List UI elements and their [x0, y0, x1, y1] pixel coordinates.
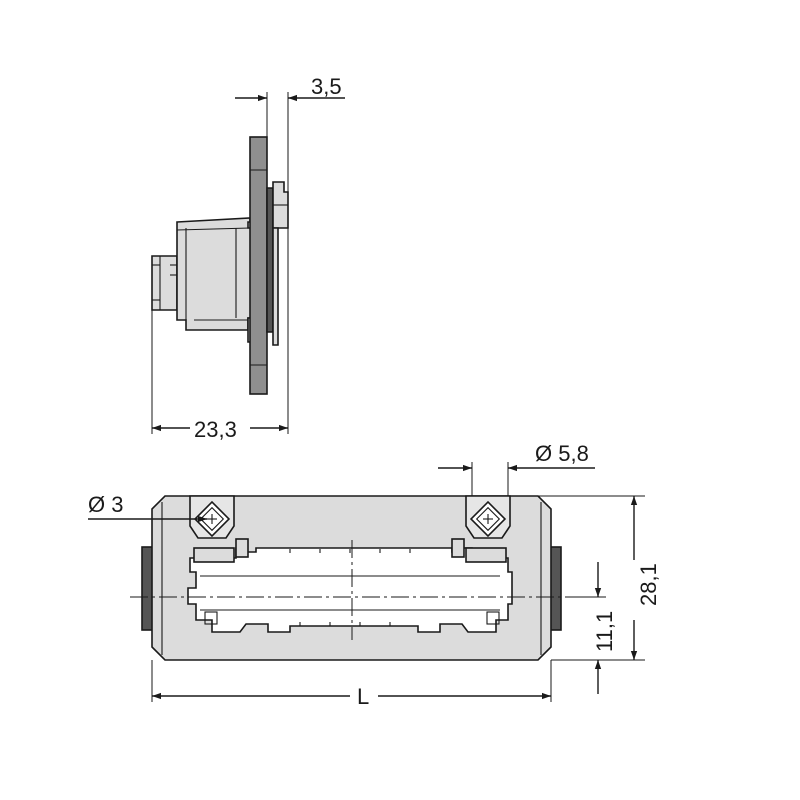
- front-view: Ø 5,8 Ø 3 L 28,1 11,1: [88, 441, 661, 709]
- dim-hole-diameter-large: Ø 5,8: [535, 441, 589, 466]
- screw-right-icon: [469, 500, 507, 538]
- side-view: 3,5 23,3: [151, 74, 345, 442]
- dim-height-half: 11,1: [592, 611, 617, 652]
- dim-length: L: [357, 684, 369, 709]
- screw-left-icon: [193, 500, 231, 538]
- dim-depth: 23,3: [194, 417, 237, 442]
- dim-height-total: 28,1: [636, 563, 661, 606]
- side-view-plug-tail: [151, 255, 178, 311]
- side-view-housing: [176, 217, 253, 331]
- front-view-opening: [187, 547, 513, 633]
- dim-flange-thickness: 3,5: [311, 74, 342, 99]
- side-view-flange: [249, 136, 268, 395]
- dim-hole-diameter-small: Ø 3: [88, 492, 123, 517]
